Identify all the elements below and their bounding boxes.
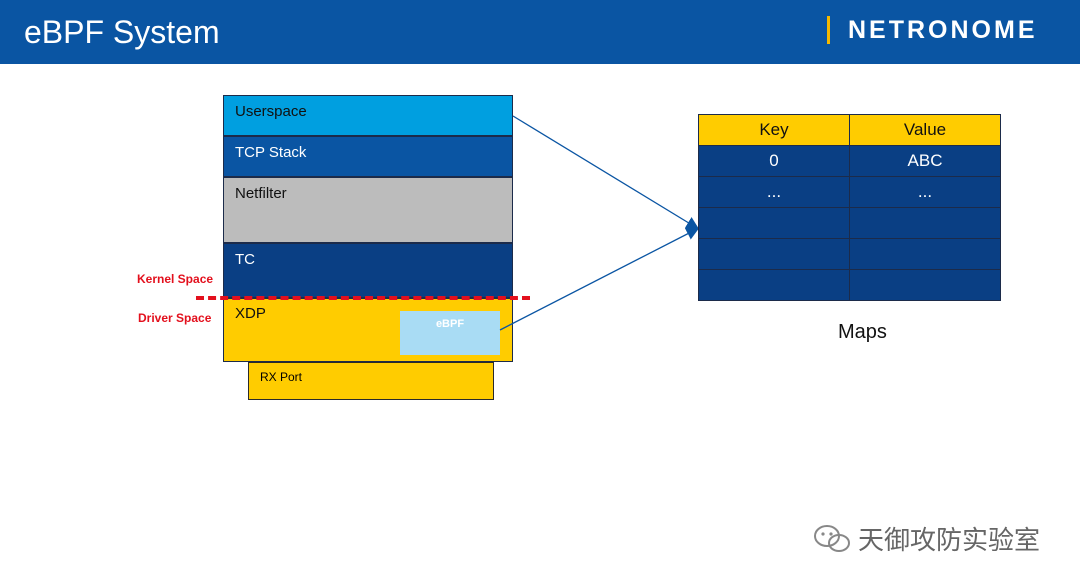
layer-label: Userspace	[235, 103, 307, 120]
slide-header: eBPF System NETRONOME	[0, 0, 1080, 64]
column-header-key: Key	[698, 114, 850, 146]
arrow-userspace-to-maps	[512, 115, 700, 230]
wechat-icon	[814, 525, 850, 552]
cell-key	[698, 269, 850, 301]
arrow-ebpf-to-maps	[499, 227, 700, 331]
netronome-logo: NETRONOME	[848, 16, 1038, 44]
layer-tc: TC	[223, 243, 513, 298]
kernel-space-label: Kernel Space	[137, 272, 214, 286]
kernel-driver-divider	[196, 296, 530, 300]
cell-value: ABC	[849, 145, 1001, 177]
rx-port-box: RX Port	[248, 362, 494, 400]
layer-userspace: Userspace	[223, 95, 513, 136]
table-row	[698, 269, 1001, 301]
table-row: 0 ABC	[698, 145, 1001, 177]
table-row	[698, 238, 1001, 270]
cell-value	[849, 238, 1001, 270]
ebpf-program-box: eBPF	[400, 311, 500, 355]
cell-value	[849, 269, 1001, 301]
layer-label: TC	[235, 251, 255, 268]
layer-label: XDP	[235, 305, 266, 322]
table-row: ... ...	[698, 176, 1001, 208]
layer-label: TCP Stack	[235, 144, 307, 161]
slide-title: eBPF System	[24, 14, 220, 50]
layer-netfilter: Netfilter	[223, 177, 513, 243]
cell-key	[698, 238, 850, 270]
cell-key	[698, 207, 850, 239]
watermark-text: 天御攻防实验室	[858, 525, 1041, 555]
cell-value: ...	[849, 176, 1001, 208]
column-header-value: Value	[849, 114, 1001, 146]
maps-table: Key Value 0 ABC ... ...	[698, 114, 1001, 301]
layer-label: Netfilter	[235, 185, 287, 202]
maps-label: Maps	[838, 321, 887, 343]
layer-tcp-stack: TCP Stack	[223, 136, 513, 177]
table-row	[698, 207, 1001, 239]
table-header-row: Key Value	[698, 114, 1001, 146]
cell-value	[849, 207, 1001, 239]
cell-key: ...	[698, 176, 850, 208]
driver-space-label: Driver Space	[138, 311, 212, 325]
logo-divider	[827, 16, 830, 44]
cell-key: 0	[698, 145, 850, 177]
